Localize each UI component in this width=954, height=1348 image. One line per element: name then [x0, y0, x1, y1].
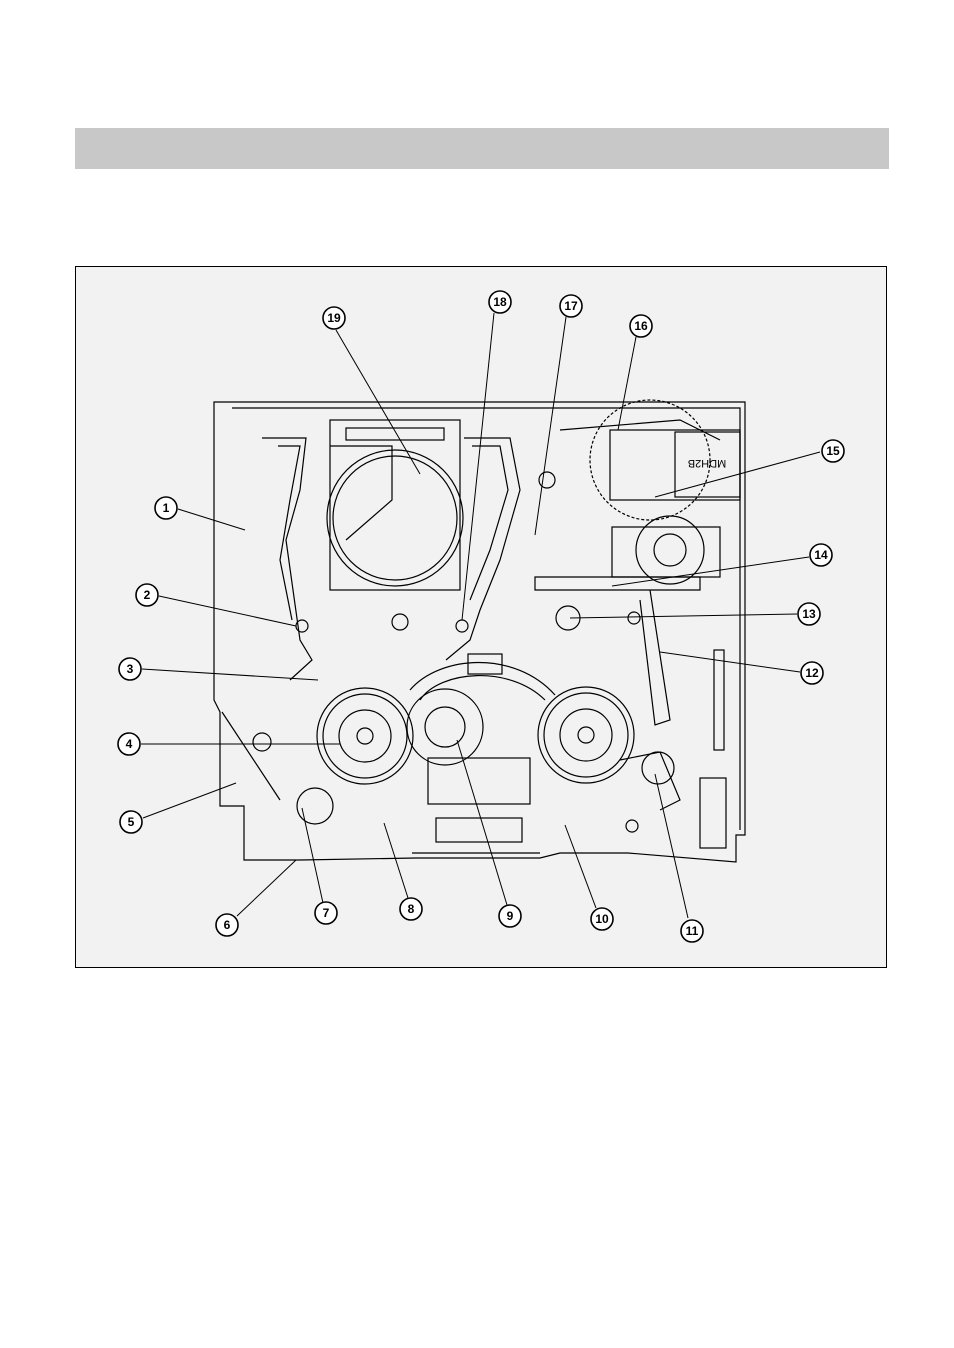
svg-text:1: 1 — [163, 501, 170, 515]
svg-text:16: 16 — [634, 319, 648, 333]
callout-10: 10 — [591, 908, 613, 930]
callout-18: 18 — [489, 291, 511, 313]
callout-14: 14 — [810, 544, 832, 566]
callout-17: 17 — [560, 295, 582, 317]
svg-text:2: 2 — [144, 588, 151, 602]
svg-text:7: 7 — [323, 906, 330, 920]
svg-text:11: 11 — [686, 924, 699, 938]
callouts: 1 2 3 4 5 6 7 8 9 10 11 12 13 14 15 16 1… — [118, 291, 844, 942]
callout-12: 12 — [801, 662, 823, 684]
callout-4: 4 — [118, 733, 140, 755]
svg-text:9: 9 — [507, 909, 514, 923]
chassis-outline — [214, 400, 745, 862]
svg-text:5: 5 — [128, 815, 135, 829]
svg-text:15: 15 — [826, 444, 840, 458]
callout-1: 1 — [155, 497, 177, 519]
callout-2: 2 — [136, 584, 158, 606]
svg-text:13: 13 — [802, 607, 816, 621]
svg-text:10: 10 — [595, 912, 609, 926]
callout-13: 13 — [798, 603, 820, 625]
callout-9: 9 — [499, 905, 521, 927]
callout-19: 19 — [323, 307, 345, 329]
callout-8: 8 — [400, 898, 422, 920]
leader-lines — [141, 313, 820, 918]
callout-15: 15 — [822, 440, 844, 462]
callout-5: 5 — [120, 811, 142, 833]
callout-7: 7 — [315, 902, 337, 924]
plate-text: MDH2B — [688, 457, 727, 469]
svg-text:12: 12 — [805, 666, 819, 680]
svg-text:6: 6 — [224, 918, 231, 932]
svg-text:17: 17 — [564, 299, 578, 313]
callout-3: 3 — [119, 658, 141, 680]
svg-text:14: 14 — [814, 548, 828, 562]
svg-text:19: 19 — [327, 311, 341, 325]
svg-text:3: 3 — [127, 662, 134, 676]
callout-11: 11 — [681, 920, 703, 942]
svg-text:4: 4 — [126, 737, 133, 751]
callout-6: 6 — [216, 914, 238, 936]
callout-16: 16 — [630, 315, 652, 337]
svg-text:8: 8 — [408, 902, 415, 916]
svg-text:18: 18 — [493, 295, 507, 309]
